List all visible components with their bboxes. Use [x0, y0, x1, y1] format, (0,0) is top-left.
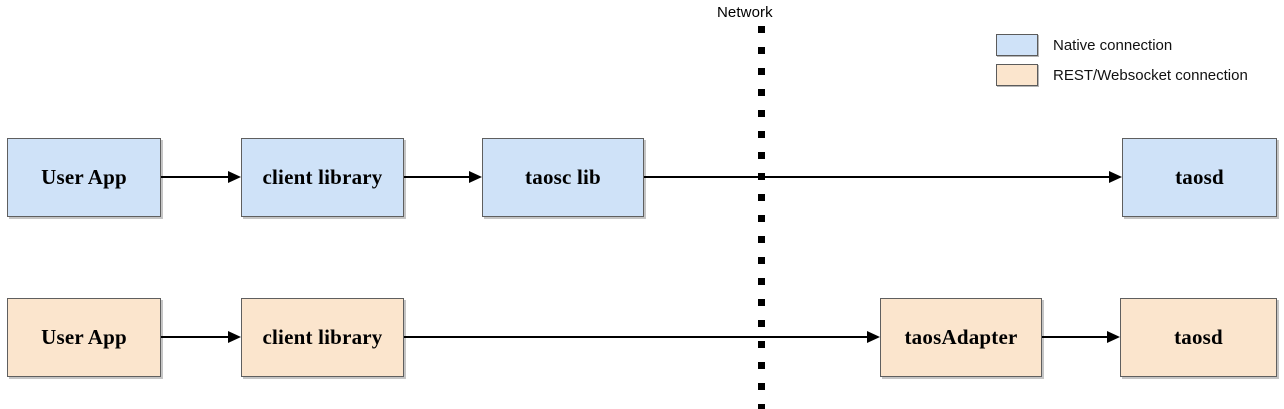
legend-label-native-connection: Native connection: [1053, 36, 1173, 54]
arrowhead-taosc-lib-to-taosd: [1109, 170, 1122, 183]
edge-user-app-to-client-library-rest: [161, 336, 229, 338]
edge-taos-adapter-to-taosd: [1042, 336, 1108, 338]
edge-user-app-to-client-library-native: [161, 176, 229, 178]
node-client-library-native: client library: [241, 138, 404, 217]
node-taosd-rest: taosd: [1120, 298, 1277, 377]
arrowhead-client-library-to-taos-adapter: [867, 330, 880, 343]
node-user-app-native: User App: [7, 138, 161, 217]
node-user-app-rest: User App: [7, 298, 161, 377]
arrowhead-user-app-to-client-library-native: [228, 170, 241, 183]
legend-swatch-native-connection: [996, 34, 1038, 56]
arrowhead-taos-adapter-to-taosd: [1107, 330, 1120, 343]
legend-item-rest-websocket-connection: REST/Websocket connection: [996, 63, 1248, 87]
arrowhead-user-app-to-client-library-rest: [228, 330, 241, 343]
edge-client-library-to-taos-adapter: [404, 336, 868, 338]
legend-label-rest-websocket-connection: REST/Websocket connection: [1053, 66, 1248, 84]
node-client-library-rest: client library: [241, 298, 404, 377]
legend-item-native-connection: Native connection: [996, 33, 1172, 57]
network-label: Network: [717, 4, 773, 21]
network-boundary-dotted-line: [758, 26, 765, 409]
edge-taosc-lib-to-taosd: [644, 176, 1110, 178]
edge-client-library-to-taosc-lib: [404, 176, 470, 178]
node-taosc-lib: taosc lib: [482, 138, 644, 217]
legend-swatch-rest-websocket-connection: [996, 64, 1038, 86]
node-taosd-native: taosd: [1122, 138, 1277, 217]
arrowhead-client-library-to-taosc-lib: [469, 170, 482, 183]
node-taos-adapter: taosAdapter: [880, 298, 1042, 377]
